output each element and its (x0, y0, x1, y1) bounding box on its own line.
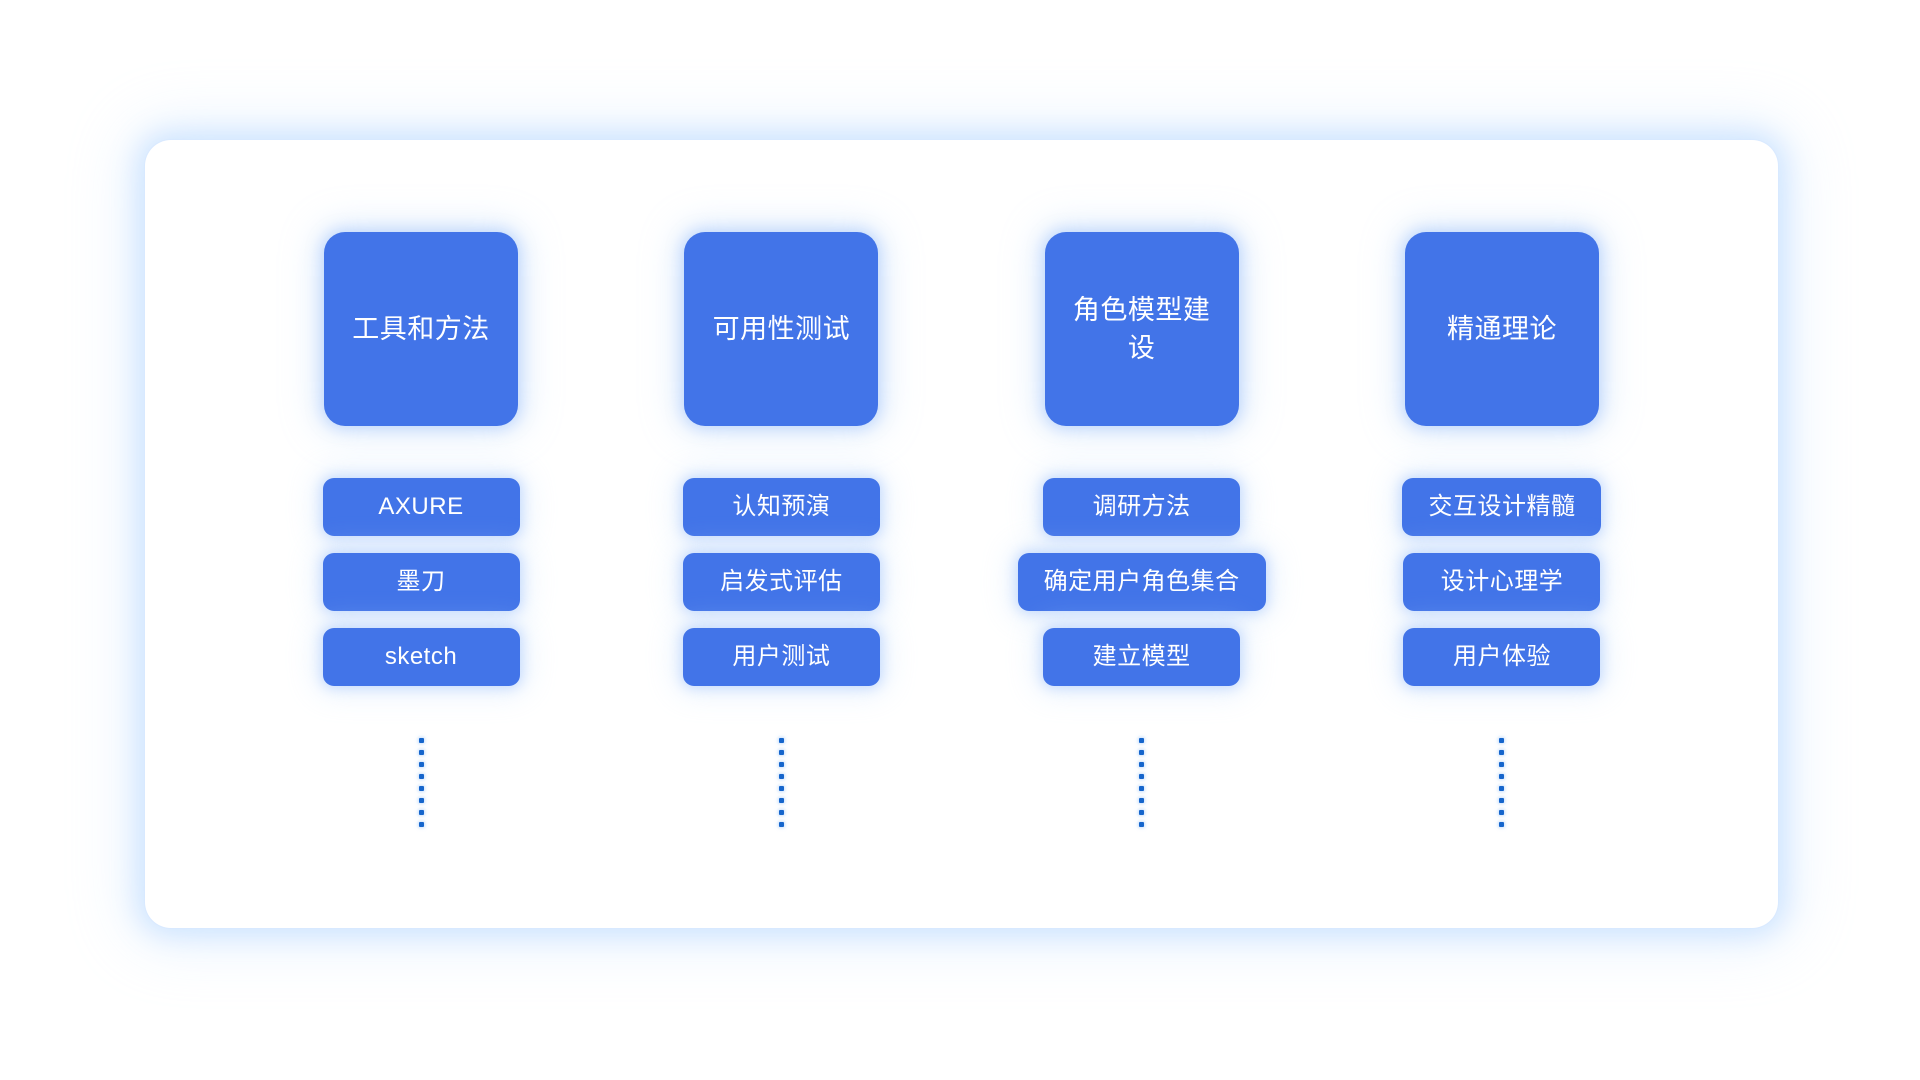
category-column: 角色模型建设 调研方法 确定用户角色集合 建立模型 (974, 140, 1310, 827)
more-items-dots-icon (778, 738, 784, 827)
dot (418, 774, 424, 779)
category-item-label: AXURE (378, 493, 464, 520)
category-header-label: 工具和方法 (352, 314, 490, 344)
category-column: 精通理论 交互设计精髓 设计心理学 用户体验 (1334, 140, 1670, 827)
category-item-list: 调研方法 确定用户角色集合 建立模型 (1017, 478, 1266, 686)
dot (418, 786, 424, 791)
dot (1139, 750, 1145, 755)
category-header-label: 角色模型建设 (1072, 295, 1211, 363)
category-item[interactable]: 用户体验 (1403, 628, 1601, 686)
dot (418, 798, 424, 803)
dot (418, 750, 424, 755)
dot (778, 762, 784, 767)
dot (1139, 810, 1145, 815)
category-item[interactable]: 认知预演 (682, 478, 880, 536)
dot (778, 798, 784, 803)
dot (1499, 762, 1505, 767)
category-item-label: 调研方法 (1092, 493, 1191, 520)
category-column: 工具和方法 AXURE 墨刀 sketch (253, 140, 589, 827)
dot (778, 786, 784, 791)
dot (418, 810, 424, 815)
category-item-label: 交互设计精髓 (1428, 493, 1576, 520)
dot (1499, 786, 1505, 791)
category-header-label: 精通理论 (1446, 314, 1557, 344)
dot (1139, 738, 1145, 743)
category-item[interactable]: 调研方法 (1043, 478, 1241, 536)
dot (1139, 786, 1145, 791)
category-item-list: 认知预演 启发式评估 用户测试 (682, 478, 880, 686)
category-item-label: 确定用户角色集合 (1043, 568, 1240, 595)
category-header-label: 可用性测试 (712, 314, 851, 344)
category-header-card[interactable]: 工具和方法 (324, 232, 518, 426)
category-header-card[interactable]: 可用性测试 (684, 232, 879, 426)
category-item[interactable]: AXURE (322, 478, 520, 536)
more-items-dots-icon (1139, 738, 1145, 827)
dot (1139, 774, 1145, 779)
category-item-label: 用户体验 (1452, 643, 1551, 670)
dot (1499, 738, 1505, 743)
dot (1499, 822, 1505, 827)
dot (778, 810, 784, 815)
category-item[interactable]: 交互设计精髓 (1402, 478, 1602, 536)
dot (778, 738, 784, 743)
dot (778, 750, 784, 755)
category-item[interactable]: 用户测试 (682, 628, 880, 686)
category-item-label: 启发式评估 (720, 568, 843, 595)
dot (418, 822, 424, 827)
category-item[interactable]: sketch (322, 628, 520, 686)
dot (1499, 774, 1505, 779)
category-item[interactable]: 设计心理学 (1403, 553, 1601, 611)
category-item-label: 用户测试 (732, 643, 831, 670)
category-column: 可用性测试 认知预演 启发式评估 用户测试 (613, 140, 949, 827)
more-items-dots-icon (1499, 738, 1505, 827)
category-item-list: 交互设计精髓 设计心理学 用户体验 (1402, 478, 1602, 686)
dot (1499, 798, 1505, 803)
dot (1139, 762, 1145, 767)
category-item[interactable]: 墨刀 (322, 553, 520, 611)
category-item[interactable]: 启发式评估 (682, 553, 880, 611)
dot (778, 774, 784, 779)
category-header-card[interactable]: 角色模型建设 (1044, 232, 1239, 426)
category-item[interactable]: 确定用户角色集合 (1017, 553, 1266, 611)
dot (418, 738, 424, 743)
dot (1499, 750, 1505, 755)
more-items-dots-icon (418, 738, 424, 827)
dot (1139, 822, 1145, 827)
dot (778, 822, 784, 827)
category-item-list: AXURE 墨刀 sketch (322, 478, 520, 686)
category-header-card[interactable]: 精通理论 (1404, 232, 1599, 426)
dot (1499, 810, 1505, 815)
category-item[interactable]: 建立模型 (1043, 628, 1241, 686)
content-panel: 工具和方法 AXURE 墨刀 sketch (145, 140, 1778, 928)
category-item-label: 墨刀 (396, 568, 446, 595)
category-item-label: 建立模型 (1092, 643, 1191, 670)
category-item-label: 设计心理学 (1440, 568, 1564, 595)
dot (1139, 798, 1145, 803)
category-item-label: 认知预演 (732, 493, 831, 520)
category-item-label: sketch (384, 643, 458, 670)
dot (418, 762, 424, 767)
column-grid: 工具和方法 AXURE 墨刀 sketch (145, 140, 1778, 928)
